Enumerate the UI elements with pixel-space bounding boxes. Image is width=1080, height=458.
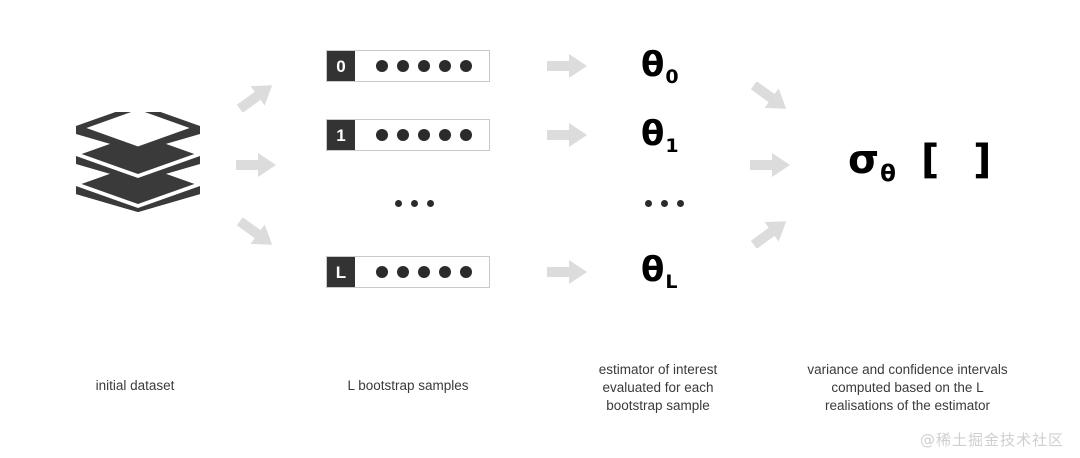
bootstrap-sample-row: L xyxy=(326,256,490,288)
estimators-ellipsis xyxy=(645,200,684,207)
caption-line: variance and confidence intervals xyxy=(807,362,1008,377)
sample-dot xyxy=(439,129,451,141)
caption-line: evaluated for each xyxy=(602,380,714,395)
caption-line: initial dataset xyxy=(95,378,175,393)
estimator-theta-0: θ0 xyxy=(641,45,679,87)
arrow-split-down xyxy=(234,218,278,248)
sample-dot xyxy=(439,60,451,72)
sample-dot xyxy=(397,129,409,141)
theta-subscript: 0 xyxy=(665,66,679,88)
sigma-subscript: θ xyxy=(880,161,896,187)
sample-label: 0 xyxy=(327,51,355,81)
ellipsis-dot xyxy=(427,200,434,207)
ellipsis-dot xyxy=(645,200,652,207)
caption-variance: variance and confidence intervals comput… xyxy=(780,361,1035,415)
arrow-merge-up xyxy=(748,218,792,248)
sample-dot xyxy=(376,266,388,278)
theta-symbol: θ xyxy=(641,114,665,154)
caption-estimator: estimator of interest evaluated for each… xyxy=(568,361,748,415)
theta-symbol: θ xyxy=(641,45,665,85)
arrow-merge-middle xyxy=(748,150,792,180)
dataset-stack-icon xyxy=(70,104,206,212)
ellipsis-dot xyxy=(661,200,668,207)
arrow-sample-to-estimator xyxy=(545,257,589,287)
theta-symbol: θ xyxy=(641,250,665,290)
sample-dot xyxy=(439,266,451,278)
arrow-merge-down xyxy=(748,82,792,112)
caption-bootstrap-samples: L bootstrap samples xyxy=(308,377,508,395)
arrow-split-middle xyxy=(234,150,278,180)
ellipsis-dot xyxy=(411,200,418,207)
estimator-theta-L: θL xyxy=(641,250,677,292)
sample-dot xyxy=(460,266,472,278)
arrow-split-up xyxy=(234,82,278,112)
caption-line: computed based on the L xyxy=(831,380,984,395)
sample-dot xyxy=(460,60,472,72)
result-sigma-theta: σθ [ ] xyxy=(848,137,1002,186)
caption-line: L bootstrap samples xyxy=(347,378,469,393)
theta-subscript: 1 xyxy=(665,135,679,157)
sample-dot xyxy=(418,129,430,141)
bootstrap-sample-row: 0 xyxy=(326,50,490,82)
sample-dot xyxy=(418,60,430,72)
sample-dots xyxy=(355,120,489,150)
sample-label: 1 xyxy=(327,120,355,150)
sigma-brackets: [ ] xyxy=(920,137,1002,183)
caption-line: realisations of the estimator xyxy=(824,398,991,413)
sample-dot xyxy=(397,266,409,278)
arrow-sample-to-estimator xyxy=(545,120,589,150)
arrow-sample-to-estimator xyxy=(545,51,589,81)
bootstrap-sample-row: 1 xyxy=(326,119,490,151)
sample-dot xyxy=(460,129,472,141)
ellipsis-dot xyxy=(677,200,684,207)
sample-dot xyxy=(376,60,388,72)
sample-dots xyxy=(355,257,489,287)
samples-ellipsis xyxy=(395,200,434,207)
watermark: @稀土掘金技术社区 xyxy=(919,431,1064,449)
sample-dots xyxy=(355,51,489,81)
sigma-symbol: σ xyxy=(848,137,880,183)
sample-dot xyxy=(397,60,409,72)
sample-dot xyxy=(376,129,388,141)
caption-line: bootstrap sample xyxy=(606,398,710,413)
caption-line: estimator of interest xyxy=(598,362,718,377)
caption-initial-dataset: initial dataset xyxy=(35,377,235,395)
ellipsis-dot xyxy=(395,200,402,207)
sample-label: L xyxy=(327,257,355,287)
theta-subscript: L xyxy=(665,271,678,293)
sample-dot xyxy=(418,266,430,278)
estimator-theta-1: θ1 xyxy=(641,114,679,156)
